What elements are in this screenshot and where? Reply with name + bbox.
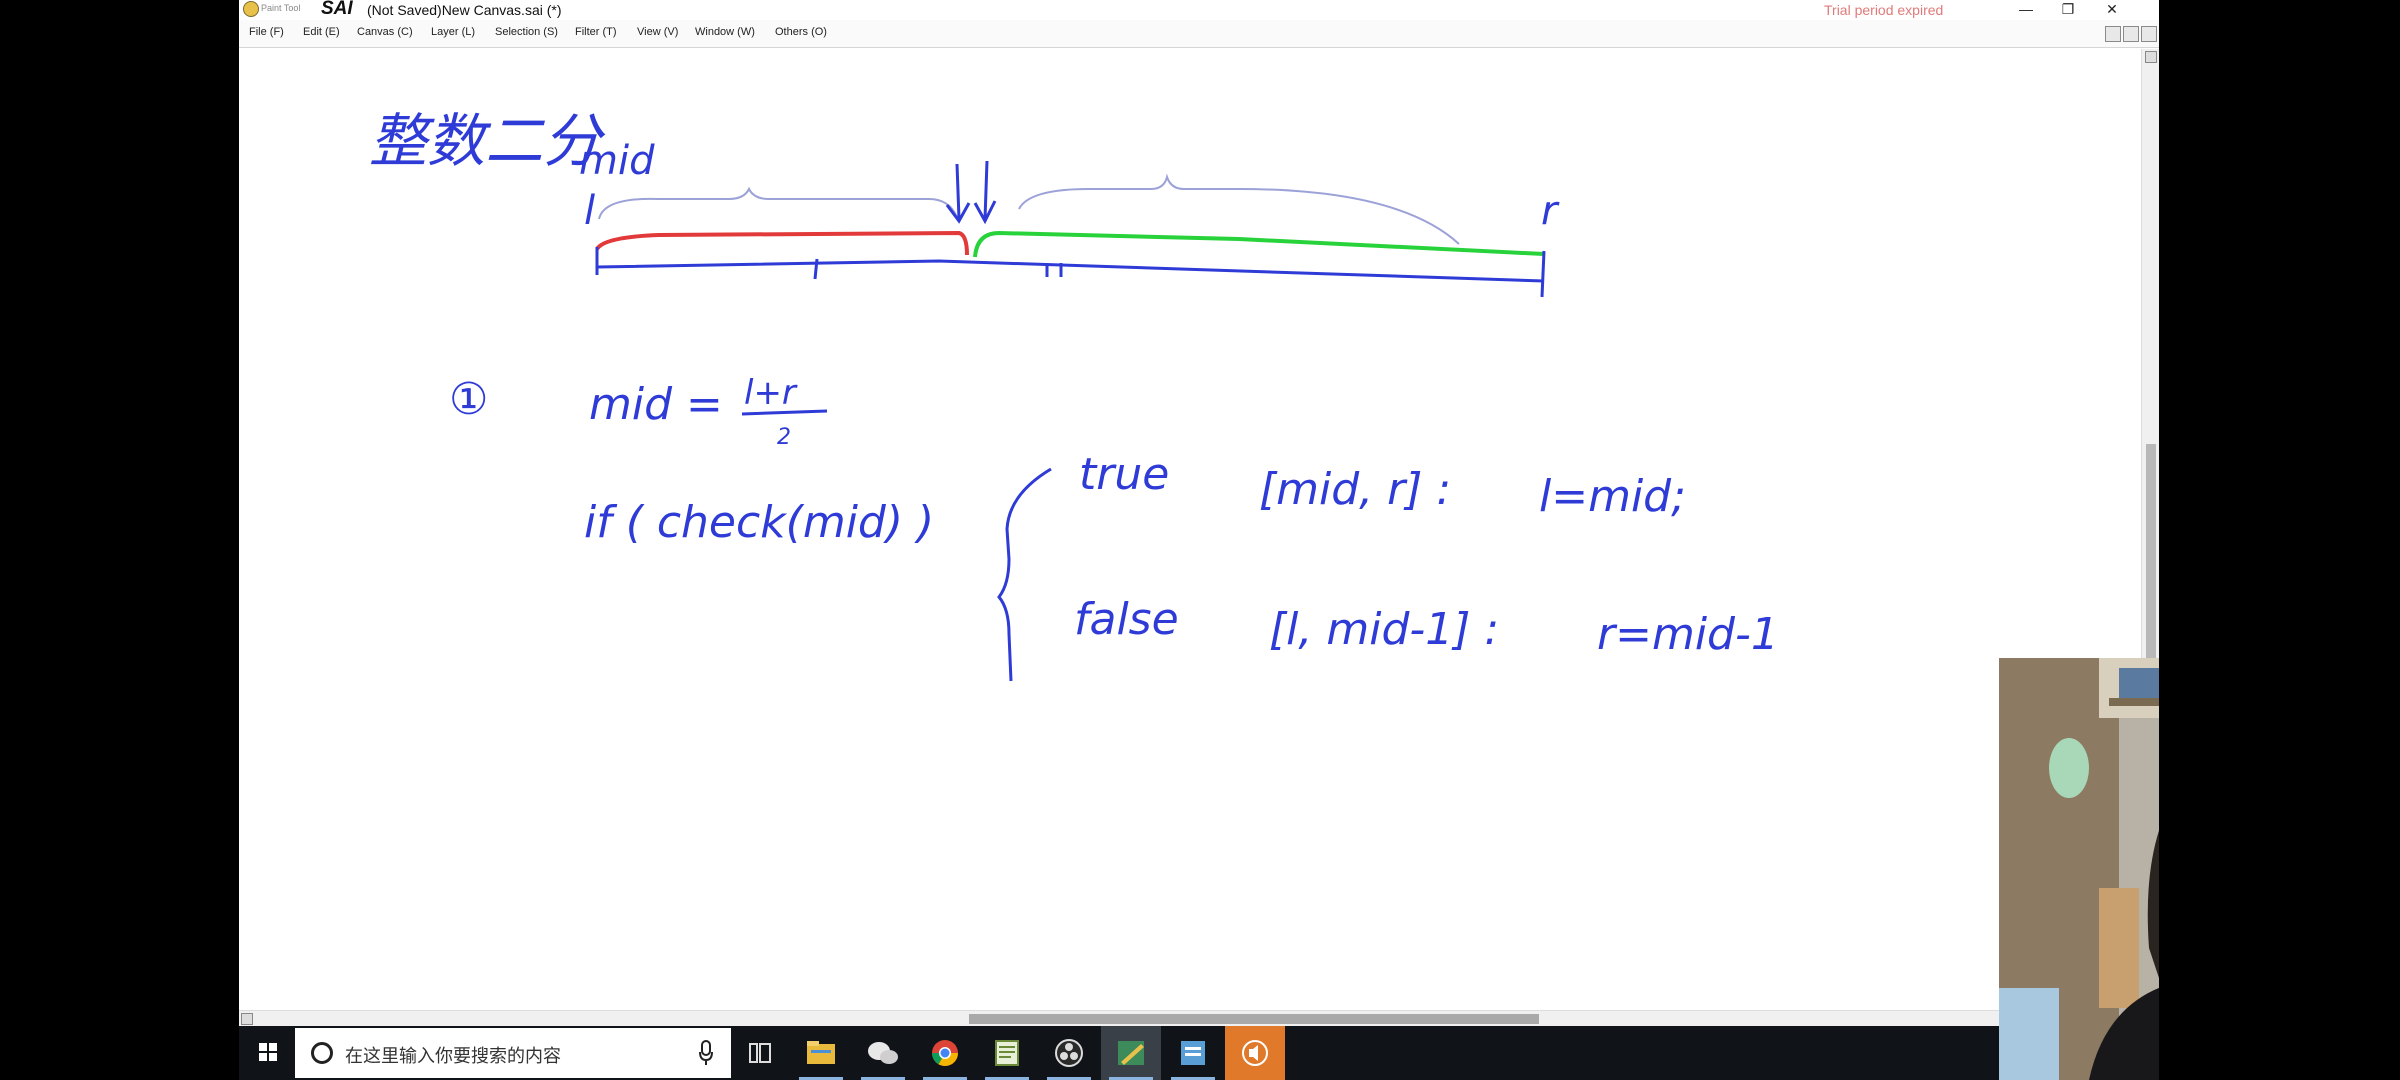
drawing-canvas[interactable]: 整数二分 mid l r ① mid <box>239 49 2141 1010</box>
mdi-restore-icon[interactable] <box>2123 26 2139 42</box>
mid-label: mid <box>579 138 655 184</box>
editor-running-indicator <box>1171 1077 1215 1080</box>
windows-logo-icon <box>259 1043 277 1061</box>
trial-status: Trial period expired <box>1824 2 1944 18</box>
notepad-running-indicator <box>985 1077 1029 1080</box>
taskbar-app-wechat[interactable] <box>853 1026 913 1080</box>
arrow-down-1-icon <box>945 163 971 224</box>
microphone-icon[interactable] <box>699 1040 713 1066</box>
false-label: false <box>1074 594 1179 645</box>
r-label: r <box>1541 188 1560 234</box>
menu-edit[interactable]: Edit (E) <box>303 26 340 38</box>
start-button[interactable] <box>239 1026 295 1080</box>
red-segment <box>595 230 969 256</box>
webcam-overlay <box>1999 658 2159 1080</box>
search-placeholder: 在这里输入你要搜索的内容 <box>345 1046 561 1067</box>
if-check-text: if ( check(mid) ) <box>584 497 934 548</box>
title-bar: Paint Tool SAI (Not Saved)New Canvas.sai… <box>239 0 2159 20</box>
number-line <box>596 259 1545 283</box>
obs-icon <box>1055 1039 1083 1067</box>
sai-running-indicator <box>1109 1077 1153 1080</box>
wechat-icon <box>868 1042 898 1064</box>
webcam-video <box>1999 658 2159 1080</box>
taskbar-app-chrome[interactable] <box>915 1026 975 1080</box>
taskbar-app-obs[interactable] <box>1039 1026 1099 1080</box>
horizontal-scroll-thumb[interactable] <box>969 1014 1539 1024</box>
left-brace <box>598 186 958 220</box>
menu-bar: File (F) Edit (E) Canvas (C) Layer (L) S… <box>239 20 2159 48</box>
branch-brace <box>997 467 1052 682</box>
right-brace <box>1018 173 1460 245</box>
formula-numerator: l+r <box>744 373 798 413</box>
obs-running-indicator <box>1047 1077 1091 1080</box>
task-view-icon <box>749 1043 771 1063</box>
restore-button[interactable]: ❐ <box>2061 1 2075 17</box>
true-label: true <box>1079 449 1169 500</box>
menu-selection[interactable]: Selection (S) <box>495 26 558 38</box>
l-label: l <box>584 188 595 234</box>
step-one-marker: ① <box>449 374 488 425</box>
scroll-up-icon[interactable] <box>2145 51 2157 63</box>
taskbar-app-editor[interactable] <box>1163 1026 1223 1080</box>
cortana-icon <box>311 1042 333 1064</box>
app-logo-text: SAI <box>321 0 353 19</box>
taskbar-search[interactable]: 在这里输入你要搜索的内容 <box>295 1028 731 1078</box>
number-line-ticks <box>595 247 1546 298</box>
chrome-icon <box>931 1040 959 1067</box>
speaker-app-icon <box>1242 1040 1268 1066</box>
chrome-running-indicator <box>923 1077 967 1080</box>
taskbar-app-sai[interactable] <box>1101 1026 1161 1080</box>
heading-text: 整数二分 <box>369 107 606 175</box>
green-segment <box>973 230 1545 258</box>
menu-others[interactable]: Others (O) <box>775 26 827 38</box>
formula-lhs: mid = <box>589 379 723 430</box>
app-logo-icon <box>243 1 259 17</box>
taskbar-app-explorer[interactable] <box>791 1026 851 1080</box>
horizontal-scrollbar[interactable] <box>239 1010 2141 1026</box>
arrow-down-2-icon <box>973 160 997 225</box>
mdi-close-icon[interactable] <box>2141 26 2157 42</box>
menu-file[interactable]: File (F) <box>249 26 284 38</box>
true-action: l=mid; <box>1539 471 1686 522</box>
true-range: [mid, r] : <box>1259 464 1451 515</box>
minimize-button[interactable]: — <box>2019 1 2033 17</box>
vertical-scroll-thumb[interactable] <box>2146 444 2156 664</box>
app-window: Paint Tool SAI (Not Saved)New Canvas.sai… <box>239 0 2159 1080</box>
fraction-bar <box>741 409 828 416</box>
task-view-button[interactable] <box>729 1026 789 1080</box>
menu-canvas[interactable]: Canvas (C) <box>357 26 413 38</box>
menu-view[interactable]: View (V) <box>637 26 679 38</box>
explorer-running-indicator <box>799 1077 843 1080</box>
taskbar-app-audio[interactable] <box>1225 1026 1285 1080</box>
mdi-minimize-icon[interactable] <box>2105 26 2121 42</box>
handwriting-layer: 整数二分 mid l r ① mid <box>369 107 1779 682</box>
menu-window[interactable]: Window (W) <box>695 26 755 38</box>
close-button[interactable]: ✕ <box>2106 1 2118 17</box>
menu-filter[interactable]: Filter (T) <box>575 26 617 38</box>
sai-app-icon <box>1118 1041 1144 1065</box>
false-action: r=mid-1 <box>1597 609 1779 660</box>
formula-denominator: 2 <box>777 425 791 450</box>
wechat-running-indicator <box>861 1077 905 1080</box>
scroll-left-icon[interactable] <box>241 1013 253 1025</box>
taskbar: 在这里输入你要搜索的内容 <box>239 1026 2159 1080</box>
window-title: (Not Saved)New Canvas.sai (*) <box>367 2 562 18</box>
false-range: [l, mid-1] : <box>1269 604 1499 655</box>
app-logo-subtitle: Paint Tool <box>261 3 301 13</box>
folder-icon <box>807 1041 835 1064</box>
notepad-plus-icon <box>995 1040 1019 1066</box>
editor-app-icon <box>1181 1041 1205 1065</box>
menu-layer[interactable]: Layer (L) <box>431 26 476 38</box>
taskbar-app-notepad[interactable] <box>977 1026 1037 1080</box>
